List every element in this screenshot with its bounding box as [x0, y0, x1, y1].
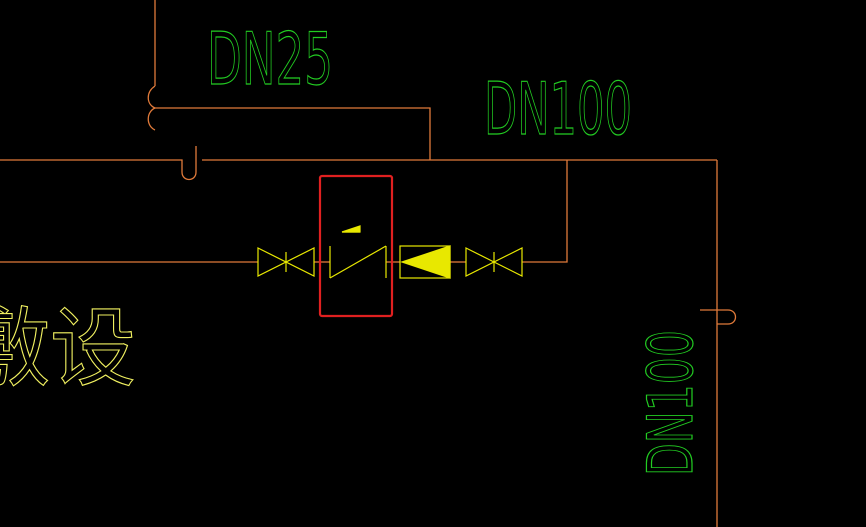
pipe-jump-hook	[168, 146, 197, 181]
highlight-box[interactable]	[318, 174, 394, 318]
label-dn100-horizontal: DN100	[484, 67, 632, 151]
label-cjk-fragment: 敷设	[0, 299, 136, 399]
pipe-dn25-branch	[155, 107, 431, 160]
gate-valve-left-icon	[257, 247, 315, 277]
pipe-crossover-hop	[147, 85, 156, 109]
check-valve-icon	[329, 225, 387, 279]
pipe-network	[0, 0, 737, 527]
gate-valve-right-icon	[465, 247, 523, 277]
pipe-crossover-hop-lower	[147, 107, 156, 131]
label-dn25: DN25	[207, 17, 333, 101]
pipe-valve-line-right	[522, 160, 568, 263]
label-dn100-vertical: DN100	[634, 330, 707, 476]
flow-arrow-icon	[399, 245, 451, 279]
pipe-vertical-hook	[700, 309, 737, 325]
